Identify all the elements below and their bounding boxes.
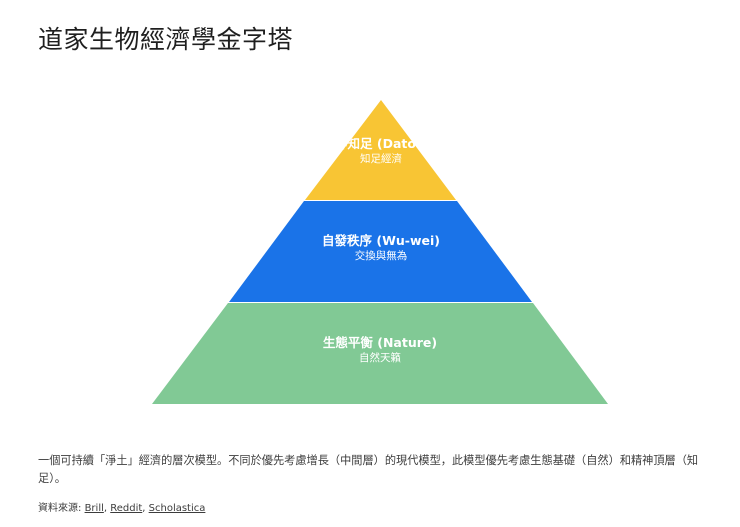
tier-bottom-sublabel: 自然天籟 bbox=[359, 352, 401, 364]
tier-top-sublabel: 知足經濟 bbox=[360, 153, 402, 165]
pyramid-tier-top-label-area: 精神知足 (Datong) 知足經濟 bbox=[305, 100, 457, 200]
tier-middle-text: 自發秩序 (Wu-wei) 交換與無為 bbox=[230, 233, 532, 264]
source-link-brill[interactable]: Brill bbox=[84, 503, 104, 514]
source-separator: , bbox=[103, 503, 111, 514]
tier-middle-sublabel: 交換與無為 bbox=[354, 250, 408, 262]
tier-bottom-text: 生態平衡 (Nature) 自然天籟 bbox=[152, 335, 608, 366]
source-separator: , bbox=[142, 503, 149, 514]
pyramid-tier-bottom bbox=[152, 303, 608, 404]
source-link-scholastica[interactable]: Scholastica bbox=[148, 503, 206, 514]
page-title: 道家生物經濟學金字塔 bbox=[38, 25, 294, 54]
tier-middle-label: 自發秩序 (Wu-wei) bbox=[322, 233, 440, 248]
source-link-reddit[interactable]: Reddit bbox=[110, 503, 143, 514]
sources-label: 資料來源: bbox=[38, 503, 85, 514]
tier-top-text: 精神知足 (Datong) 知足經濟 bbox=[305, 136, 457, 167]
tier-top-label: 精神知足 (Datong) bbox=[322, 136, 440, 151]
description-text: 一個可持續「淨土」經濟的層次模型。不同於優先考慮增長（中間層）的現代模型，此模型… bbox=[38, 454, 699, 485]
pyramid-tier-middle bbox=[229, 201, 532, 302]
tier-bottom-label: 生態平衡 (Nature) bbox=[322, 335, 438, 350]
pyramid-tier-top bbox=[305, 100, 456, 200]
sources-line: 資料來源: Brill, Reddit, Scholastica bbox=[38, 499, 205, 514]
